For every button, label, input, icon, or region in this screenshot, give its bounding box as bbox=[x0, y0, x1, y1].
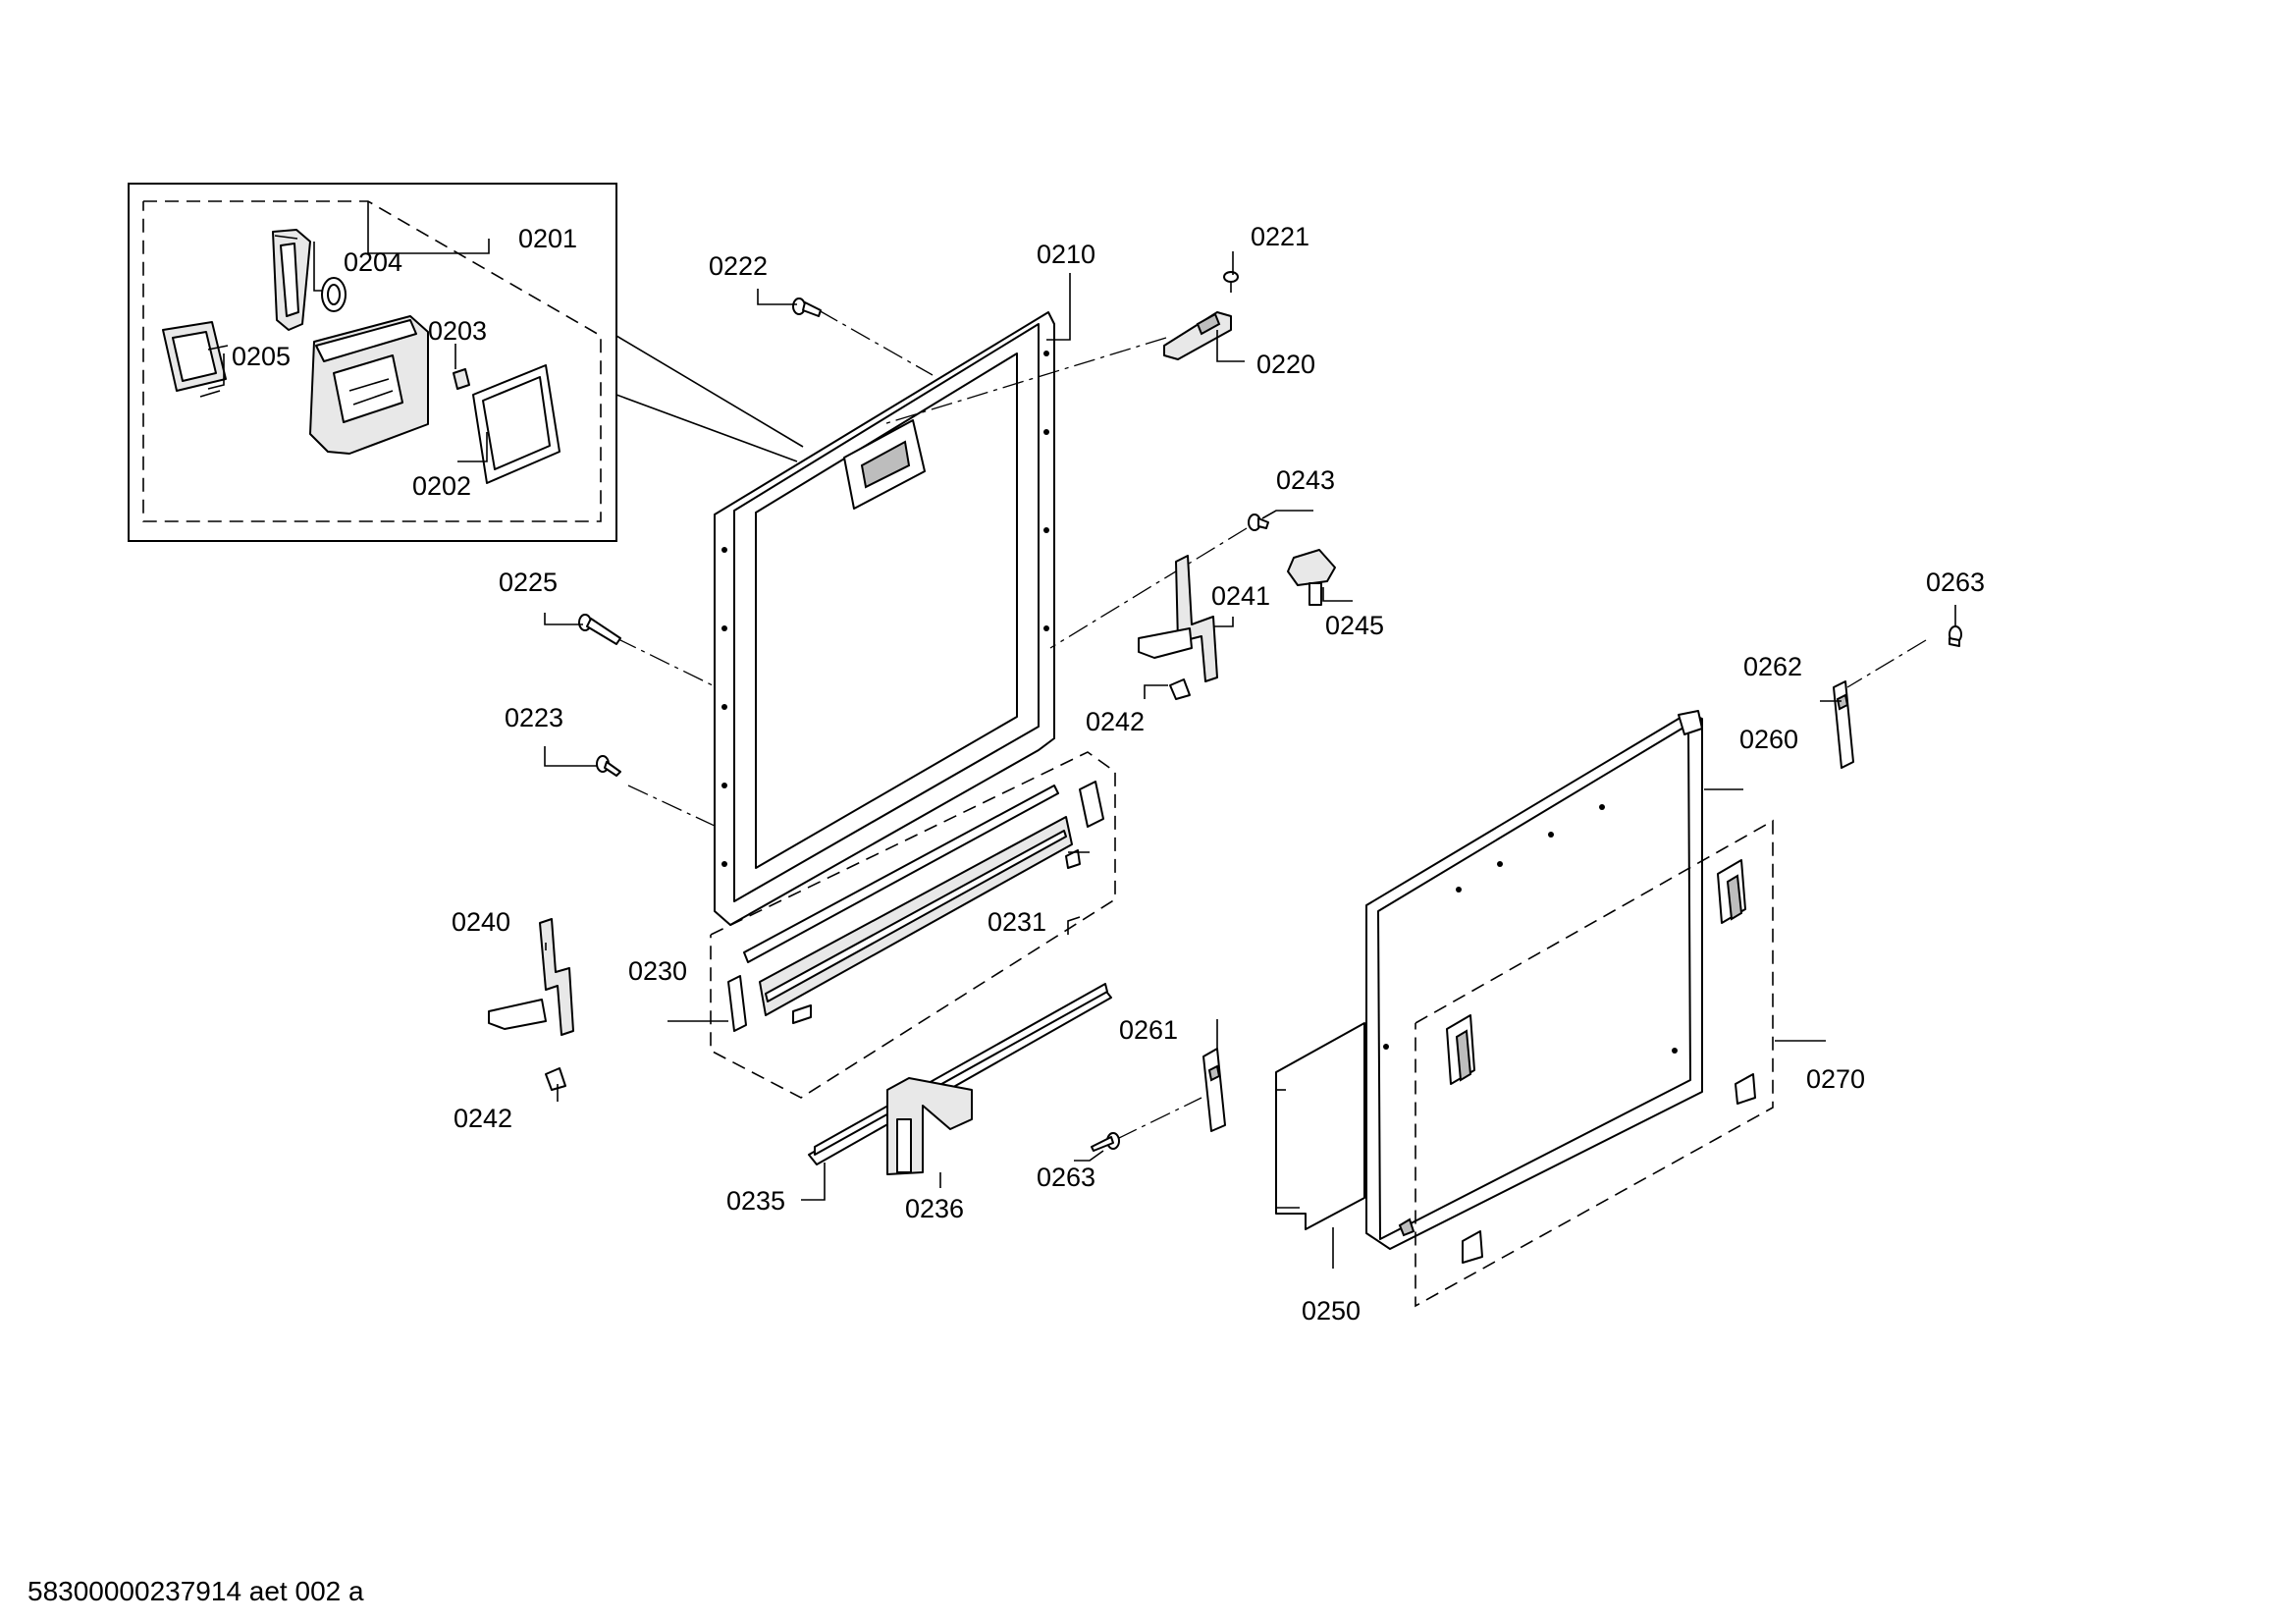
screw-0223 bbox=[596, 755, 621, 777]
part-0262 bbox=[1833, 680, 1854, 769]
label-0231: 0231 bbox=[988, 907, 1046, 937]
label-0222: 0222 bbox=[709, 251, 768, 281]
part-0260-outer-panel bbox=[1365, 710, 1703, 1250]
label-0225: 0225 bbox=[499, 568, 558, 597]
part-labels: 0201 0204 0203 0205 0202 0210 0221 0222 … bbox=[232, 222, 1985, 1326]
label-0204: 0204 bbox=[344, 247, 402, 277]
part-0241-hinge bbox=[1138, 555, 1218, 682]
label-0263-top: 0263 bbox=[1926, 568, 1985, 597]
part-0203 bbox=[453, 368, 470, 390]
label-0220: 0220 bbox=[1256, 350, 1315, 379]
screw-0263-right bbox=[1949, 625, 1962, 647]
detail-inset bbox=[128, 183, 804, 542]
label-0202: 0202 bbox=[412, 471, 471, 501]
part-0210-door-frame bbox=[714, 311, 1055, 926]
part-0202 bbox=[472, 364, 561, 484]
label-0235: 0235 bbox=[726, 1186, 785, 1216]
label-0260: 0260 bbox=[1739, 725, 1798, 754]
part-0261 bbox=[1202, 1048, 1226, 1132]
label-0242-lower: 0242 bbox=[454, 1104, 512, 1133]
screw-0225 bbox=[578, 614, 621, 645]
part-0204 bbox=[272, 229, 347, 331]
part-0230-group bbox=[710, 751, 1116, 1099]
label-0243: 0243 bbox=[1276, 465, 1335, 495]
part-0270-group bbox=[1415, 819, 1774, 1308]
screw-0243 bbox=[1248, 514, 1269, 531]
document-id: 58300000237914 aet 002 a bbox=[27, 1576, 364, 1606]
part-0240-hinge bbox=[488, 918, 574, 1036]
part-0242-lower bbox=[545, 1067, 566, 1091]
label-0245: 0245 bbox=[1325, 611, 1384, 640]
screw-0263-bottom bbox=[1091, 1132, 1120, 1152]
label-0230: 0230 bbox=[628, 956, 687, 986]
screw-0221 bbox=[1223, 271, 1239, 293]
label-0241: 0241 bbox=[1211, 581, 1270, 611]
label-0250: 0250 bbox=[1302, 1296, 1361, 1326]
label-0221: 0221 bbox=[1251, 222, 1309, 251]
label-0262: 0262 bbox=[1743, 652, 1802, 681]
label-0236: 0236 bbox=[905, 1194, 964, 1223]
part-0220 bbox=[1163, 311, 1232, 360]
screw-0222 bbox=[792, 298, 822, 317]
label-0203: 0203 bbox=[428, 316, 487, 346]
assembly-centerlines bbox=[615, 309, 1927, 1140]
part-0201-dispenser bbox=[309, 315, 429, 455]
label-0261: 0261 bbox=[1119, 1015, 1178, 1045]
part-0235-rail bbox=[808, 983, 1112, 1165]
label-0210: 0210 bbox=[1037, 240, 1095, 269]
leader-lines bbox=[207, 201, 1956, 1269]
part-0245 bbox=[1287, 549, 1336, 606]
part-0242-upper bbox=[1169, 678, 1191, 700]
label-0263-bottom: 0263 bbox=[1037, 1163, 1095, 1192]
label-0242-upper: 0242 bbox=[1086, 707, 1145, 736]
label-0270: 0270 bbox=[1806, 1064, 1865, 1094]
label-0205: 0205 bbox=[232, 342, 291, 371]
label-0223: 0223 bbox=[505, 703, 563, 732]
label-0201: 0201 bbox=[518, 224, 577, 253]
part-0205 bbox=[162, 321, 229, 398]
part-0236-foot bbox=[886, 1077, 973, 1175]
part-0250-panel bbox=[1275, 1022, 1365, 1230]
label-0240: 0240 bbox=[452, 907, 510, 937]
